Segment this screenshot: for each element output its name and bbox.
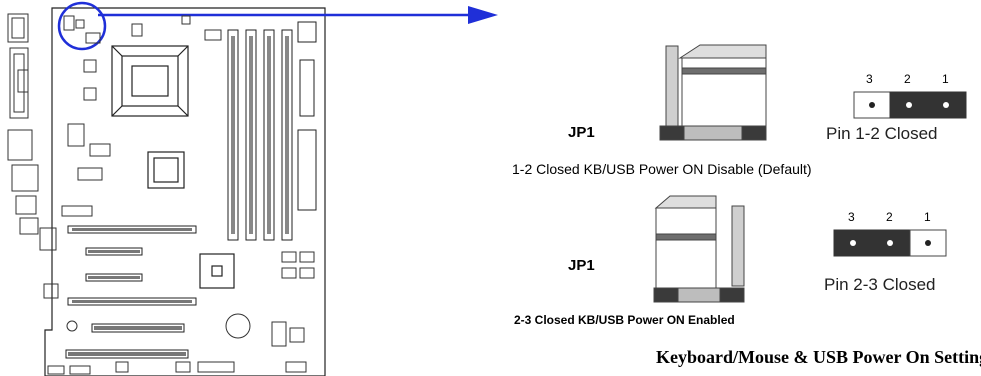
expansion-slots	[65, 225, 197, 359]
bottom-headers	[47, 361, 307, 375]
jumper1-setting-text: 1-2 Closed KB/USB Power ON Disable (Defa…	[512, 161, 812, 177]
jumper2-pin3-number: 3	[848, 210, 855, 224]
jumper2-pin1-number: 1	[924, 210, 931, 224]
board-outline	[44, 7, 326, 376]
figure-title: Keyboard/Mouse & USB Power On Setting	[656, 347, 981, 367]
atx-power-connector	[297, 21, 317, 211]
northbridge-chip	[147, 151, 185, 189]
jumper1-pin2-number: 2	[904, 72, 911, 86]
jp1-highlight-circle	[57, 1, 107, 51]
jp1-area-components	[63, 15, 222, 101]
jumper2-pin-caption: Pin 2-3 Closed	[824, 275, 936, 294]
jumper2-pin-diagram	[833, 229, 947, 257]
board-components	[39, 123, 315, 347]
jumper1-pin-caption: Pin 1-2 Closed	[826, 124, 938, 143]
jumper2-pin2-number: 2	[886, 210, 893, 224]
dimm-slots	[227, 29, 293, 241]
pointer-arrow	[98, 6, 498, 24]
jumper2-setting-text: 2-3 Closed KB/USB Power ON Enabled	[514, 313, 735, 327]
cpu-socket	[111, 45, 189, 117]
southbridge-chip	[199, 253, 235, 289]
jumper1-pin3-number: 3	[866, 72, 873, 86]
rear-io-panel	[7, 13, 39, 235]
jumper1-pin-diagram	[853, 91, 967, 119]
jumper1-pin1-number: 1	[942, 72, 949, 86]
jumper2-label: JP1	[568, 257, 595, 274]
jumper1-label: JP1	[568, 124, 595, 141]
jumper1-cap-3d	[659, 44, 767, 141]
jumper2-cap-3d	[653, 195, 745, 303]
